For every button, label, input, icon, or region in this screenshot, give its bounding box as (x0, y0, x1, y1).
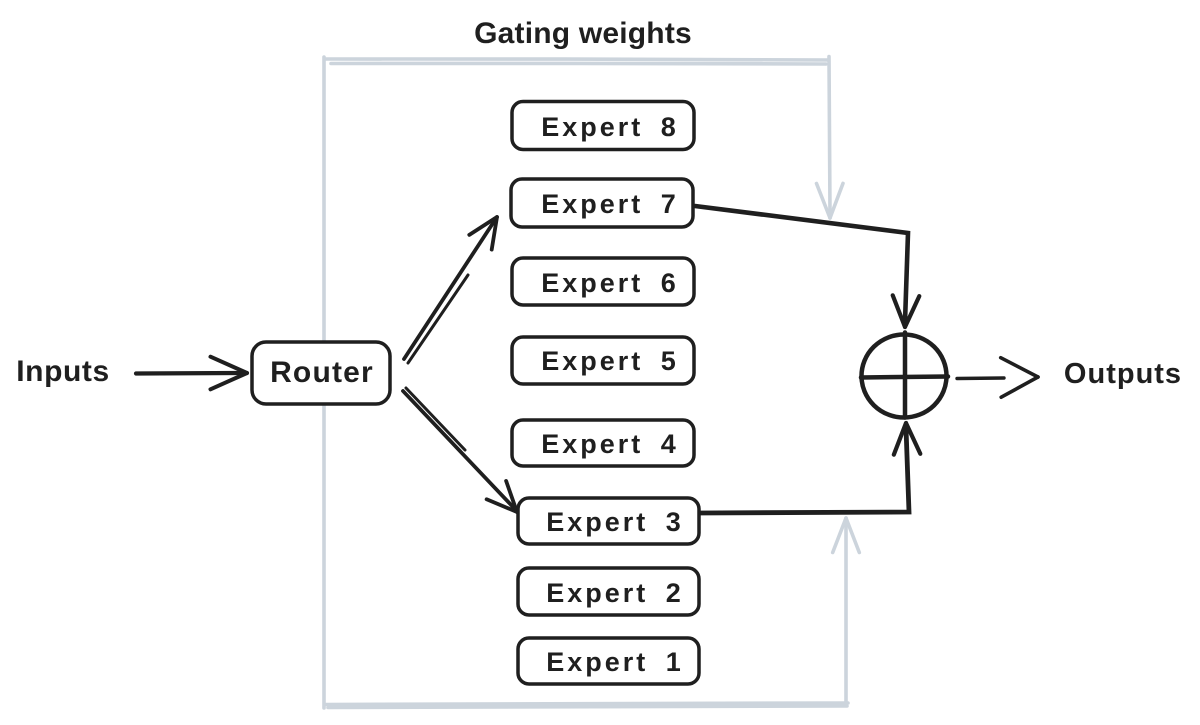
svg-text:Outputs: Outputs (1064, 358, 1182, 390)
svg-text:Expert 4: Expert 4 (541, 429, 679, 459)
svg-text:Expert 5: Expert 5 (541, 346, 679, 376)
svg-text:Gating weights: Gating weights (474, 17, 692, 50)
svg-text:Expert 6: Expert 6 (541, 268, 679, 298)
svg-text:Expert 1: Expert 1 (546, 647, 684, 677)
svg-text:Inputs: Inputs (16, 355, 110, 388)
svg-text:Expert 3: Expert 3 (546, 507, 684, 537)
svg-text:Expert 8: Expert 8 (541, 112, 679, 142)
svg-text:Expert 7: Expert 7 (541, 189, 679, 219)
svg-text:Router: Router (270, 356, 374, 389)
svg-text:Expert 2: Expert 2 (546, 578, 684, 608)
